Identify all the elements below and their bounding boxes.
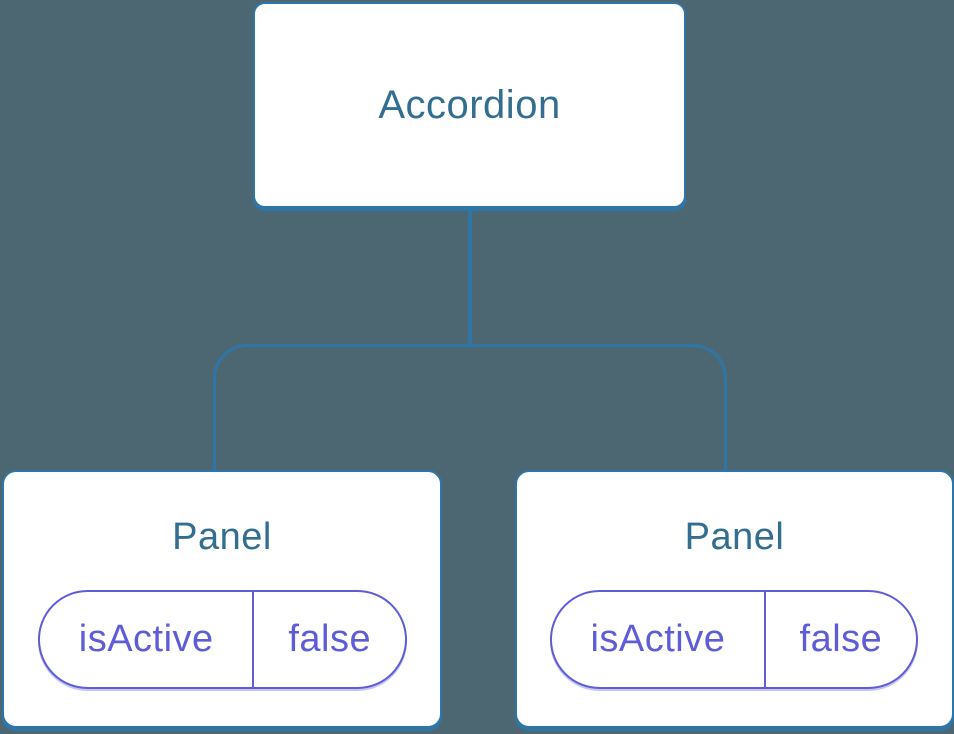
panel-node-right: Panel isActive false [515, 470, 954, 728]
connector-stem [468, 210, 472, 346]
panel-right-label: Panel [684, 516, 785, 558]
connector-bracket [213, 344, 727, 470]
panel-left-state-name: isActive [78, 618, 214, 660]
panel-left-label: Panel [172, 516, 272, 558]
panel-right-state-pill: isActive false [550, 590, 918, 689]
panel-right-state-name: isActive [590, 618, 726, 660]
accordion-node-label: Accordion [378, 82, 561, 127]
panel-node-left: Panel isActive false [2, 470, 442, 728]
accordion-node: Accordion [253, 2, 686, 208]
panel-right-state-value: false [763, 592, 916, 687]
panel-left-state-value: false [252, 592, 405, 687]
panel-left-state-pill: isActive false [38, 590, 407, 689]
